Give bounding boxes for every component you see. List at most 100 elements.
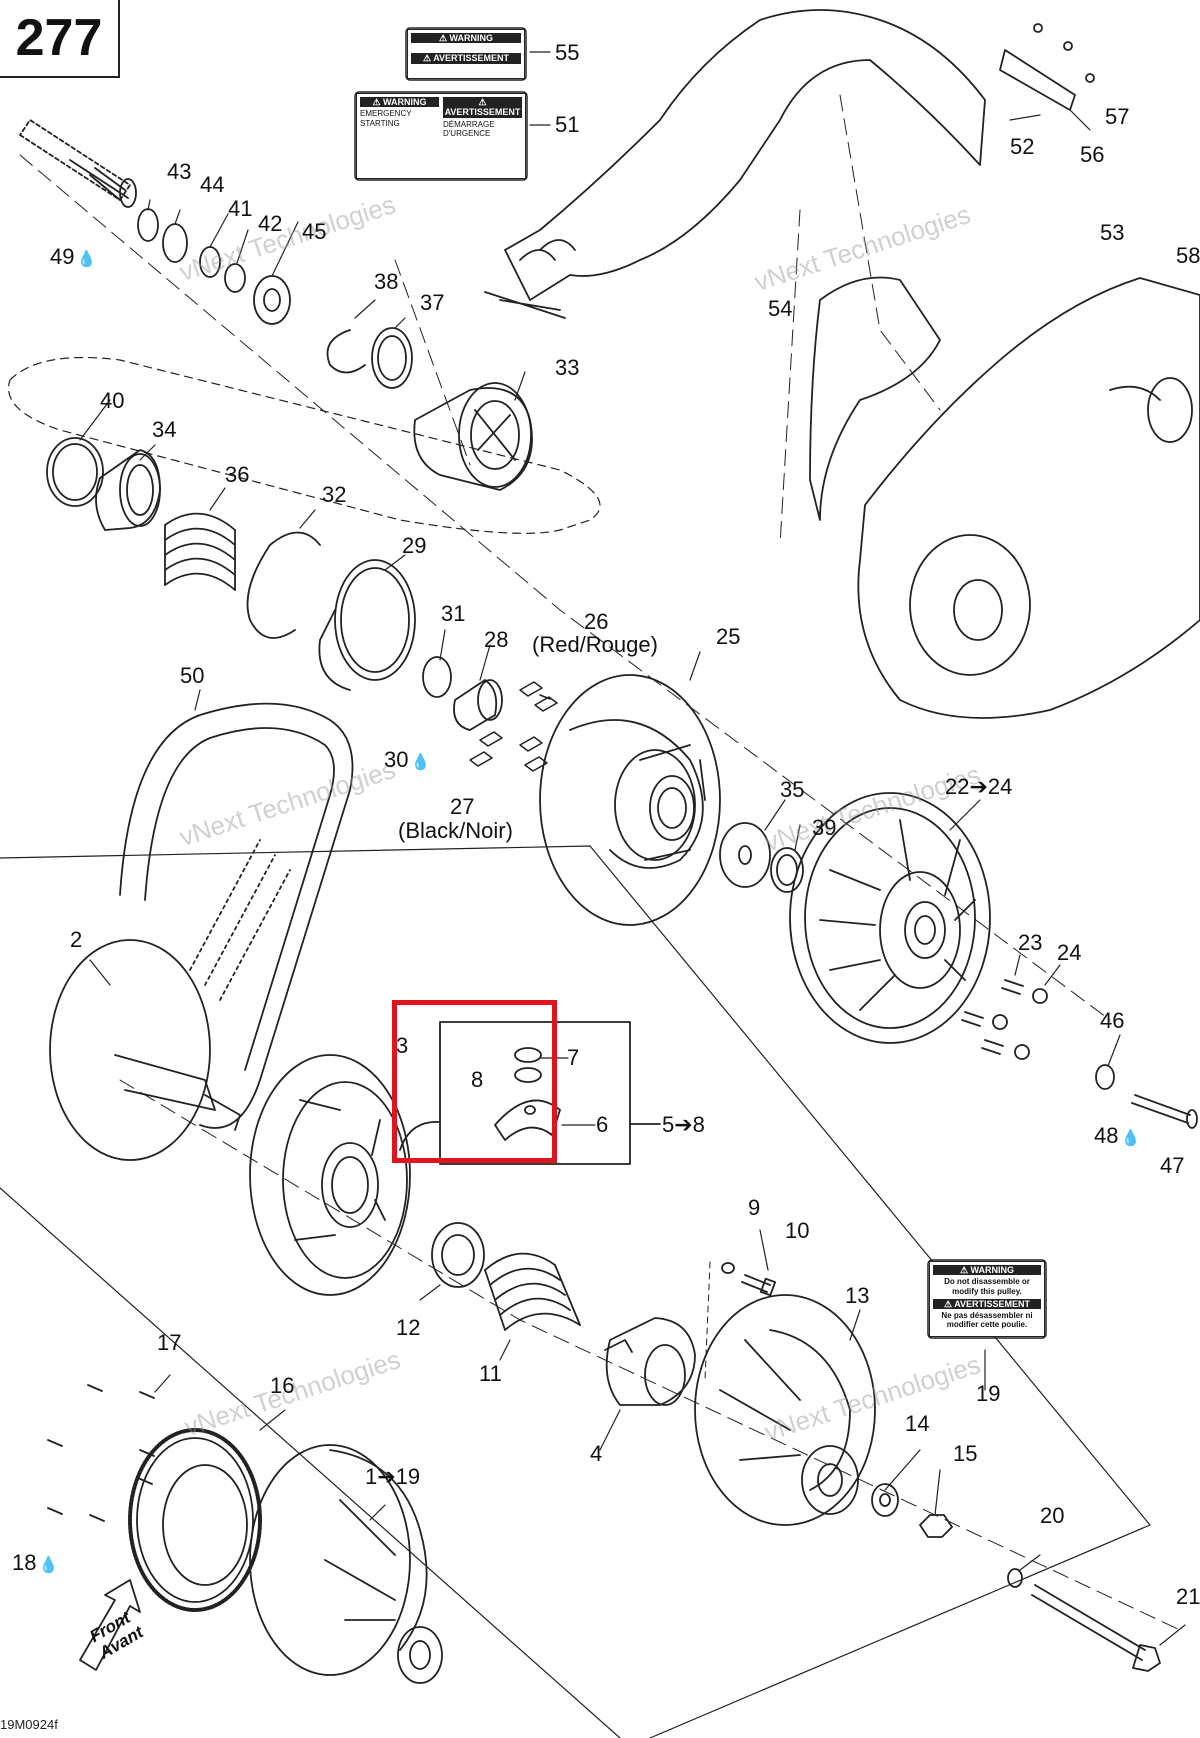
- part-label: 20: [1040, 1503, 1065, 1528]
- part-label: 24: [1057, 940, 1082, 965]
- washer-and-ring: [719, 822, 804, 893]
- drop-icon: 💧: [1120, 1130, 1141, 1147]
- part-label: 39: [812, 815, 837, 840]
- drive-shaft: [19, 119, 137, 208]
- sleeve-29: [318, 559, 416, 691]
- part-label: 21: [1176, 1584, 1200, 1609]
- ring-and-bushing: [422, 656, 503, 731]
- part-label: 12: [396, 1315, 421, 1340]
- part-label: 8: [471, 1067, 484, 1092]
- detail-box-5-8: [399, 1021, 661, 1165]
- part-label: 41: [228, 196, 253, 221]
- spider-22: [789, 792, 991, 1044]
- part-label: 58: [1176, 243, 1200, 268]
- movable-sheave-3: [249, 1054, 411, 1296]
- part-label: 47: [1160, 1153, 1185, 1178]
- part-label: 27: [450, 794, 475, 819]
- part-label: 14: [905, 1411, 930, 1436]
- part-label: 57: [1105, 104, 1130, 129]
- gasket-54: [809, 276, 941, 521]
- part-label: 50: [180, 663, 205, 688]
- part-label: 45: [302, 219, 327, 244]
- cover-53: [857, 277, 1200, 719]
- part-label: 49💧: [50, 244, 97, 269]
- part-label: 40: [100, 388, 125, 413]
- decal-outlines: [354, 27, 1047, 1339]
- part-label: 7: [567, 1045, 580, 1070]
- part-label: 18💧: [12, 1550, 59, 1575]
- ring-bearing-spring: [46, 437, 236, 591]
- part-label: 1➔19: [365, 1464, 421, 1489]
- belt-outline-upper: [8, 356, 601, 534]
- ring-and-spring: [431, 1222, 581, 1331]
- part-label: 32: [322, 482, 347, 507]
- part-label: 19: [976, 1381, 1001, 1406]
- part-label: 17: [157, 1330, 182, 1355]
- part-label: 46: [1100, 1008, 1125, 1033]
- part-label: 54: [768, 296, 793, 321]
- drop-icon: 💧: [410, 754, 431, 771]
- part-label: (Red/Rouge): [532, 632, 658, 657]
- part-label: 48💧: [1094, 1123, 1141, 1148]
- part-label: 13: [845, 1283, 870, 1308]
- part-label: 23: [1018, 930, 1043, 955]
- part-label: 31: [441, 601, 466, 626]
- part-label: 36: [225, 462, 250, 487]
- drop-icon: 💧: [76, 251, 97, 268]
- rollers: [469, 681, 558, 772]
- part-label: 2: [70, 927, 83, 952]
- highlight-box: [392, 1000, 557, 1163]
- part-label: 38: [374, 269, 399, 294]
- part-label: 9: [748, 1195, 761, 1220]
- warning-decal-55: ⚠ WARNING ⚠ AVERTISSEMENT: [407, 29, 525, 79]
- warning-decal-19: ⚠ WARNING Do not disassemble or modify t…: [929, 1261, 1045, 1337]
- part-label: 4: [590, 1441, 603, 1466]
- washer-and-nut: [871, 1483, 953, 1538]
- part-label: 3: [396, 1033, 409, 1058]
- part-label: 43: [167, 159, 192, 184]
- part-label: 55: [555, 40, 580, 65]
- drive-pulley-1: [249, 1444, 443, 1684]
- part-label: 52: [1010, 134, 1035, 159]
- part-label: 10: [785, 1218, 810, 1243]
- ring-gear-16: [128, 1428, 262, 1612]
- cam-4: [604, 1317, 696, 1406]
- driven-pulley-13: [694, 1294, 876, 1526]
- document-code: 19M0924f: [0, 1717, 58, 1732]
- part-label: 42: [258, 211, 283, 236]
- pins-and-nuts: [961, 979, 1048, 1060]
- screws-17-18: [47, 1384, 155, 1522]
- page-number: 277: [0, 0, 120, 78]
- drop-icon: 💧: [38, 1557, 59, 1574]
- part-label: 33: [555, 355, 580, 380]
- part-label: 26: [584, 609, 609, 634]
- part-label: 28: [484, 627, 509, 652]
- snap-ring-32: [246, 531, 321, 639]
- part-label: 11: [479, 1361, 502, 1386]
- part-label: 30💧: [384, 747, 431, 772]
- screw-10: [704, 1261, 776, 1381]
- part-label: 34: [152, 417, 177, 442]
- leader-lines: [79, 51, 1186, 1646]
- part-label: 16: [270, 1373, 295, 1398]
- bolt-21: [1007, 1568, 1161, 1672]
- sheave-25: [539, 674, 721, 926]
- part-label: 6: [596, 1112, 609, 1137]
- part-label: 44: [200, 172, 225, 197]
- part-label: 37: [420, 290, 445, 315]
- assembly-outline: [0, 845, 1151, 1738]
- bolt-47: [1095, 1064, 1198, 1129]
- part-label: 51: [555, 112, 580, 137]
- part-label: 35: [780, 777, 805, 802]
- part-label: 25: [716, 624, 741, 649]
- part-label: 22➔24: [945, 774, 1013, 799]
- center-axes: [19, 94, 1181, 1631]
- circlip-and-ring: [326, 327, 413, 389]
- front-arrow-shape: [79, 1579, 141, 1671]
- part-label: 5➔8: [662, 1112, 705, 1137]
- part-label: 56: [1080, 142, 1105, 167]
- cam-33: [413, 382, 533, 491]
- part-label: 29: [402, 533, 427, 558]
